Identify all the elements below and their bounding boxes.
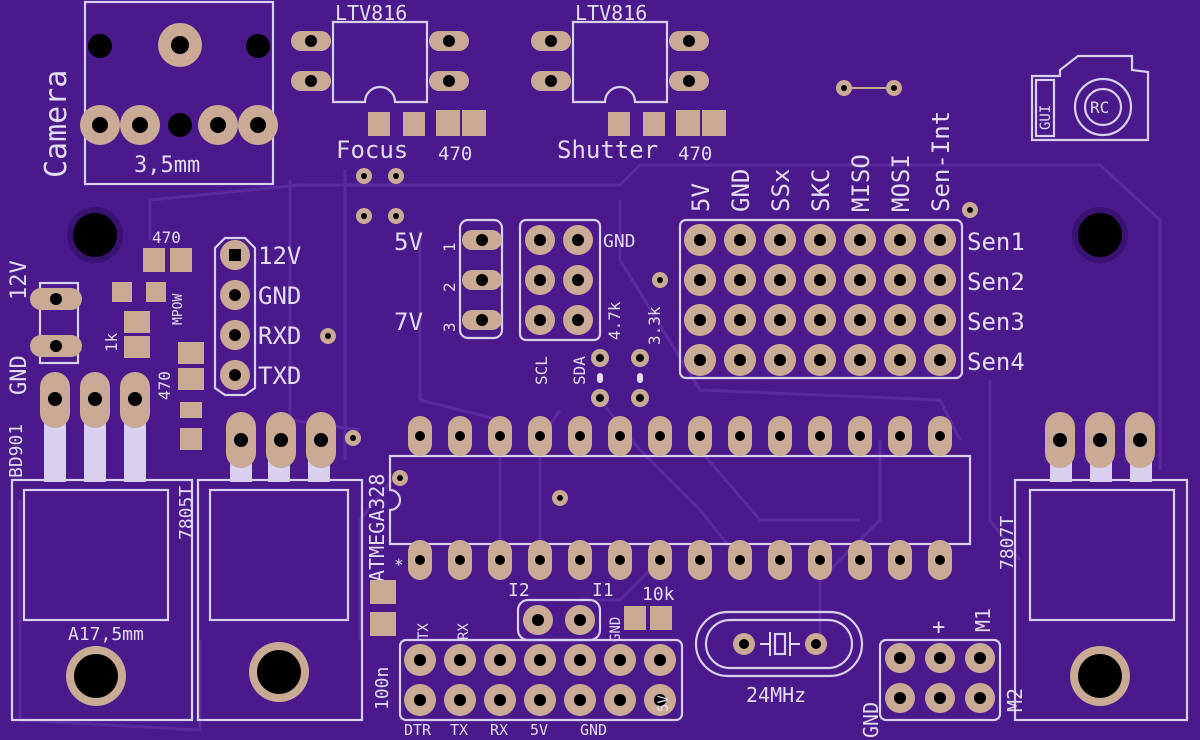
svg-text:GND: GND <box>7 355 32 395</box>
svg-text:3.3k: 3.3k <box>645 306 664 345</box>
focus-label: Focus <box>336 136 408 164</box>
svg-text:I2: I2 <box>508 580 530 601</box>
optocoupler-focus: LTV816 Focus 470 <box>291 1 486 165</box>
svg-text:12V: 12V <box>7 260 32 300</box>
power-input: 12V GND BD901 <box>6 260 82 478</box>
svg-text:SSx: SSx <box>767 169 795 212</box>
mounting-holes <box>67 207 1128 263</box>
sensor-headers: 5V GND SSx SKC MISO MOSI Sen-Int Sen1 Se… <box>678 111 1025 380</box>
svg-text:+: + <box>932 615 945 640</box>
regulator-7807: 7807T <box>997 412 1189 722</box>
capacitor-100n: 100n <box>370 580 396 710</box>
camera-label: Camera <box>39 70 74 178</box>
svg-text:5V: 5V <box>656 695 672 712</box>
vias <box>320 80 978 506</box>
i2-i1-header: I2 I1 10k GND <box>508 580 675 642</box>
svg-text:5V: 5V <box>394 228 423 256</box>
regulator-bd901: A17,5mm <box>10 372 194 722</box>
svg-text:TX: TX <box>450 721 468 739</box>
svg-text:*: * <box>394 555 404 574</box>
ftdi-header: TX RX 5V DTR TX RX 5V GND <box>398 623 684 739</box>
svg-text:MOSI: MOSI <box>887 154 915 212</box>
svg-text:12V: 12V <box>258 242 301 270</box>
regulator-7805: 7805T <box>176 412 364 722</box>
svg-text:470: 470 <box>438 143 472 165</box>
svg-text:24MHz: 24MHz <box>746 683 806 707</box>
svg-text:DTR: DTR <box>404 721 432 739</box>
svg-text:MPOW: MPOW <box>171 294 186 325</box>
jack-size-label: 3,5mm <box>134 153 200 178</box>
svg-text:1k: 1k <box>102 332 121 352</box>
svg-text:A17,5mm: A17,5mm <box>68 624 144 645</box>
voltage-jumper: 5V 7V 1 2 3 <box>394 218 504 340</box>
svg-text:RC: RC <box>1090 98 1109 117</box>
svg-text:100n: 100n <box>372 667 393 710</box>
svg-text:GND: GND <box>603 231 636 252</box>
svg-text:Sen3: Sen3 <box>967 308 1025 336</box>
svg-text:470: 470 <box>155 371 174 400</box>
gui-rc-logo: RC GUI <box>1030 54 1150 142</box>
svg-text:7V: 7V <box>394 308 423 336</box>
svg-text:Sen4: Sen4 <box>967 348 1025 376</box>
svg-text:470: 470 <box>152 228 181 247</box>
svg-text:470: 470 <box>678 143 712 165</box>
svg-text:RX: RX <box>490 721 508 739</box>
svg-text:RXD: RXD <box>258 322 301 350</box>
svg-text:GND: GND <box>258 282 301 310</box>
smd-resistors: 470 MPOW 1k 470 <box>102 228 204 450</box>
svg-text:3: 3 <box>440 322 459 332</box>
svg-text:7807T: 7807T <box>997 516 1018 570</box>
svg-text:1: 1 <box>440 242 459 252</box>
svg-text:10k: 10k <box>642 584 675 605</box>
svg-text:GUI: GUI <box>1038 105 1054 130</box>
svg-text:Sen-Int: Sen-Int <box>927 111 955 212</box>
shutter-label: Shutter <box>557 136 658 164</box>
svg-text:M1: M1 <box>971 608 995 632</box>
svg-text:GND: GND <box>580 721 607 739</box>
svg-text:GND: GND <box>608 617 624 642</box>
svg-text:BD901: BD901 <box>6 424 27 478</box>
camera-jack: Camera 3,5mm <box>39 0 278 186</box>
svg-text:ATMEGA328: ATMEGA328 <box>365 474 389 582</box>
svg-text:I1: I1 <box>592 580 614 601</box>
svg-text:7805T: 7805T <box>176 486 197 540</box>
motor-header: + M1 M2 GND <box>859 608 1027 738</box>
crystal-24mhz: 24MHz <box>694 610 864 707</box>
svg-text:Sen1: Sen1 <box>967 228 1025 256</box>
atmega328-chip: ATMEGA328 * <box>365 416 972 582</box>
svg-text:Sen2: Sen2 <box>967 268 1025 296</box>
svg-text:RX: RX <box>456 623 472 640</box>
svg-text:5V: 5V <box>687 183 715 212</box>
svg-text:MISO: MISO <box>847 154 875 212</box>
i2c-header: GND SCL SDA 4.7k 3.3k <box>518 218 664 407</box>
serial-power-header: 12V GND RXD TXD <box>213 236 301 397</box>
svg-text:4.7k: 4.7k <box>605 301 624 340</box>
svg-text:SDA: SDA <box>570 356 589 385</box>
optocoupler-shutter: LTV816 Shutter 470 <box>531 1 726 165</box>
svg-text:M2: M2 <box>1003 688 1027 712</box>
svg-text:SKC: SKC <box>807 169 835 212</box>
svg-text:TX: TX <box>416 623 432 640</box>
svg-text:5V: 5V <box>530 721 548 739</box>
svg-text:GND: GND <box>727 169 755 212</box>
svg-text:SCL: SCL <box>532 356 551 385</box>
svg-text:2: 2 <box>440 282 459 292</box>
svg-text:TXD: TXD <box>258 362 301 390</box>
